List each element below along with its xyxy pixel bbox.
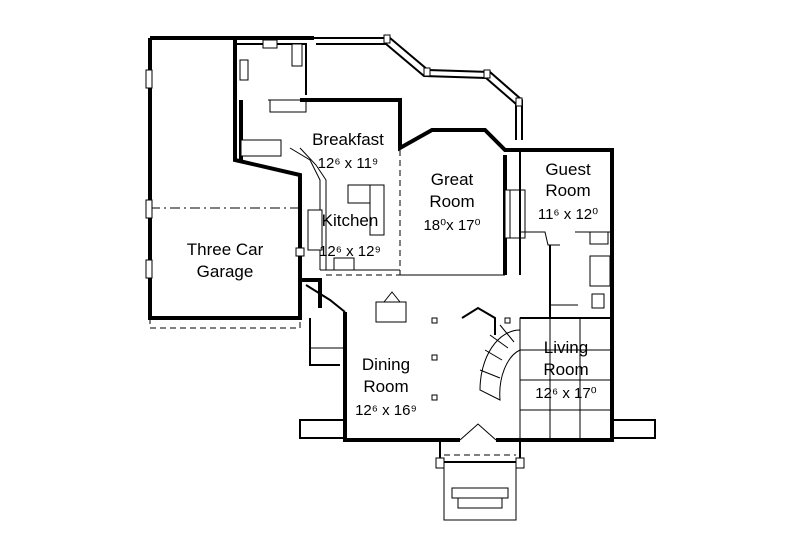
great-room-label-line2: Room [429, 192, 474, 211]
staircase [461, 306, 521, 401]
kitchen-fixtures [307, 184, 400, 276]
dining-room-label-line1: Dining [362, 355, 410, 374]
guest-room-label-line2: Room [545, 181, 590, 200]
breakfast-label: Breakfast [312, 130, 384, 149]
dining-room-dimensions: 12⁶ x 16⁹ [355, 402, 417, 419]
kitchen-label: Kitchen [322, 211, 379, 230]
garage-label-line1: Three Car [187, 240, 264, 259]
guest-room-walls [519, 148, 614, 318]
lower-walls [299, 278, 656, 442]
living-room-dimensions: 12⁶ x 17⁰ [535, 385, 596, 402]
great-room-dimensions: 18⁰x 17⁰ [423, 217, 480, 234]
bay-window [312, 34, 523, 140]
garage-walls [145, 36, 305, 329]
guest-room-dimensions: 11⁶ x 12⁰ [538, 206, 598, 223]
great-room-label-line1: Great [431, 170, 474, 189]
guest-room-label-line1: Guest [545, 160, 591, 179]
garage-label-line2: Garage [197, 262, 254, 281]
living-room-label-line1: Living [544, 338, 588, 357]
entry-porch [435, 440, 525, 521]
living-room-label-line2: Room [543, 360, 588, 379]
kitchen-dimensions: 12⁶ x 12⁹ [319, 243, 381, 260]
dining-room-label-line2: Room [363, 377, 408, 396]
breakfast-walls [235, 36, 402, 270]
breakfast-dimensions: 12⁶ x 11⁹ [318, 155, 379, 172]
